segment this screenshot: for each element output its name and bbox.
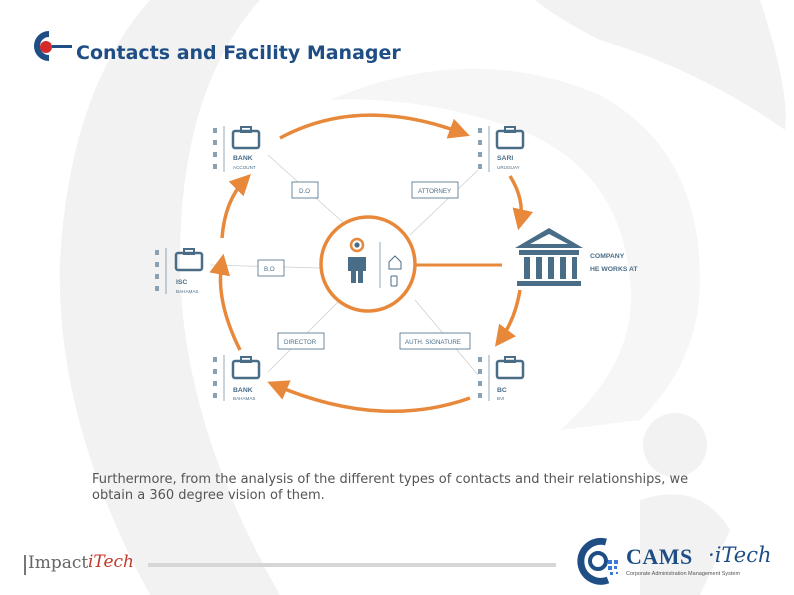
svg-text:URUGUAY: URUGUAY — [497, 165, 520, 170]
svg-text:AUTH. SIGNATURE: AUTH. SIGNATURE — [405, 339, 461, 346]
bank-building-icon — [515, 228, 583, 286]
svg-text:B.O: B.O — [264, 266, 275, 273]
arrow-sari-to-company — [508, 175, 534, 231]
briefcase-icon — [174, 248, 204, 272]
svg-text:D.O: D.O — [299, 188, 310, 195]
svg-text:HE WORKS AT: HE WORKS AT — [590, 266, 638, 273]
cams-itech-logo: CAMS ·iTech Corporate Administration Man… — [570, 536, 772, 586]
node-bank-bahamas: BANK BAHAMAS — [213, 355, 261, 401]
role-director: DIRECTOR — [277, 332, 325, 350]
svg-text:BVI: BVI — [497, 396, 504, 401]
arrow-isc-to-bank — [220, 174, 251, 239]
svg-text:COMPANY: COMPANY — [590, 253, 625, 260]
role-auth-signature: AUTH. SIGNATURE — [399, 332, 471, 350]
node-bank-account: BANK ACCOUNT — [213, 126, 261, 172]
role-attorney: ATTORNEY — [411, 181, 459, 199]
description-text: Furthermore, from the analysis of the di… — [92, 472, 689, 503]
header-logo-bar — [52, 45, 72, 48]
arrow-bank-to-sari — [279, 113, 470, 140]
role-bo: B.O — [257, 259, 285, 277]
logo-itech-text: iTech — [88, 552, 134, 572]
cams-emblem-icon — [577, 537, 618, 585]
svg-text:BANK: BANK — [233, 387, 253, 394]
briefcase-icon — [495, 126, 525, 150]
role-do: D.O — [291, 181, 319, 199]
svg-text:DIRECTOR: DIRECTOR — [284, 339, 317, 346]
phone-icon — [390, 275, 398, 287]
briefcase-icon — [231, 126, 261, 150]
logo-bar — [24, 555, 26, 575]
svg-text:BC: BC — [497, 387, 507, 394]
svg-text:ACCOUNT: ACCOUNT — [233, 165, 256, 170]
contacts-relationship-diagram: D.O ATTORNEY B.O DIRECTOR AUTH. SIGNATUR… — [155, 113, 638, 414]
briefcase-icon — [495, 356, 525, 380]
svg-text:ISC: ISC — [176, 279, 187, 286]
cycle-arrows — [209, 113, 534, 414]
node-sari: SARI URUGUAY — [478, 126, 525, 172]
svg-text:BAHAMAS: BAHAMAS — [233, 396, 255, 401]
node-bc: BC BVI — [478, 355, 525, 401]
page-title: Contacts and Facility Manager — [76, 42, 401, 64]
arrow-company-to-bc — [494, 289, 522, 347]
svg-text:SARI: SARI — [497, 155, 513, 162]
home-icon — [388, 255, 402, 270]
logo-impact-text: Impact — [28, 553, 89, 573]
cams-text: CAMS — [626, 544, 693, 569]
footer-divider — [148, 563, 556, 567]
svg-text:BAHAMAS: BAHAMAS — [176, 289, 198, 294]
impact-itech-logo: Impact iTech — [24, 551, 136, 577]
node-isc: ISC BAHAMAS — [155, 248, 204, 294]
cams-itech-text: ·iTech — [708, 543, 772, 567]
person-icon — [348, 237, 366, 283]
svg-text:ATTORNEY: ATTORNEY — [418, 188, 451, 195]
briefcase-icon — [231, 356, 261, 380]
header-logo — [34, 31, 72, 61]
arrow-bc-to-bank — [267, 380, 471, 414]
cams-tagline: Corporate Administration Management Syst… — [626, 571, 741, 577]
node-company: COMPANY HE WORKS AT — [515, 228, 638, 286]
center-person-node — [319, 215, 417, 313]
arrow-bank-to-isc — [209, 253, 242, 351]
svg-text:BANK: BANK — [233, 155, 253, 162]
